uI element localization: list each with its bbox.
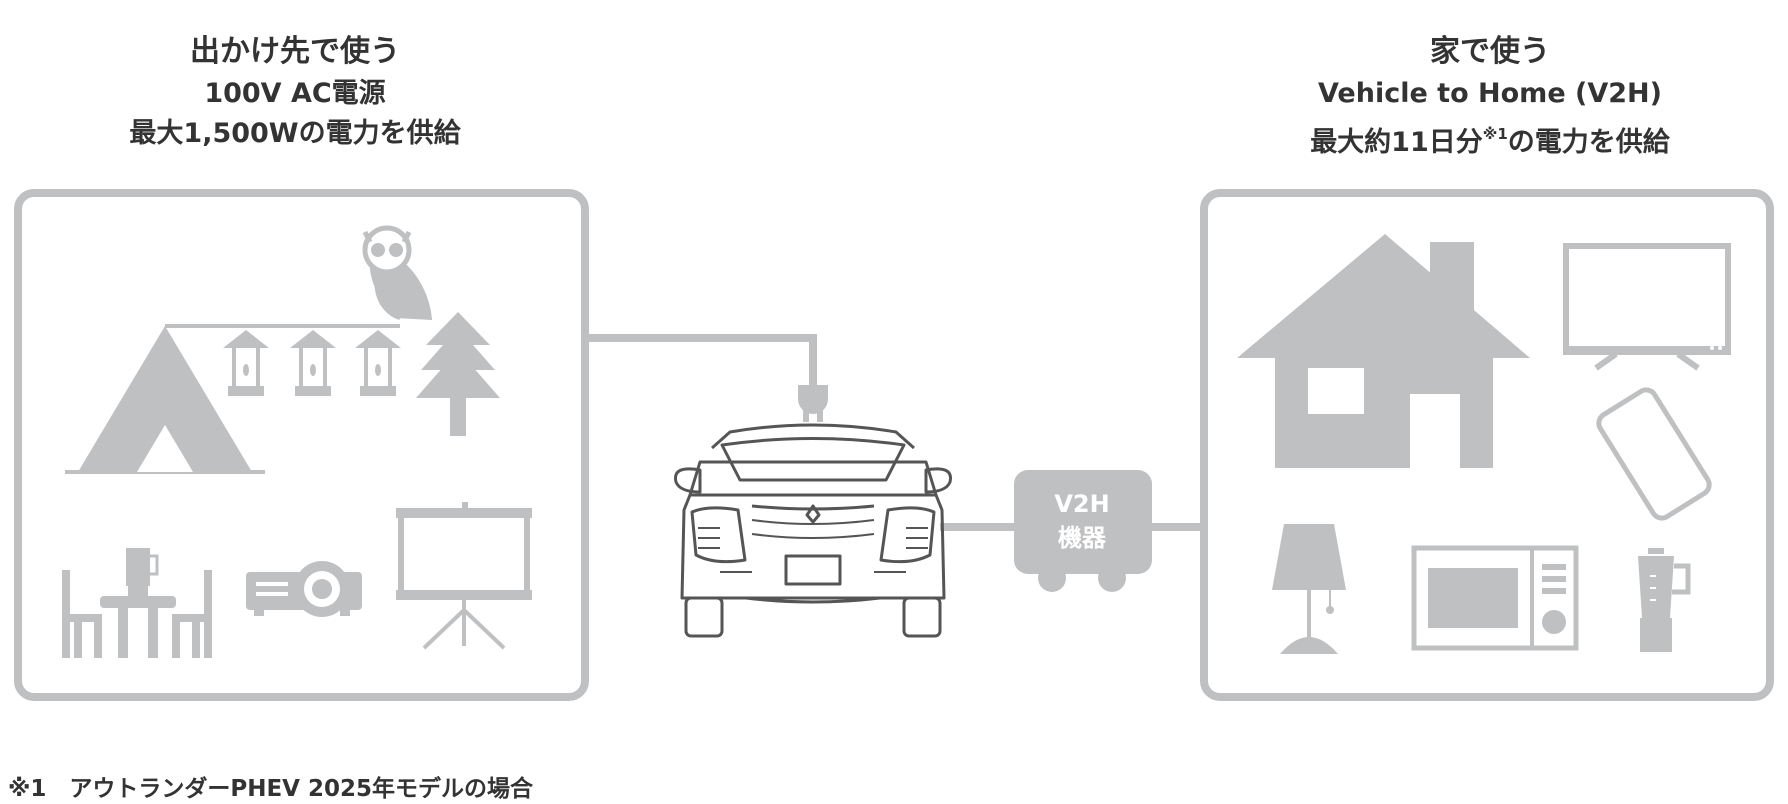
house-icon	[1237, 234, 1530, 468]
microwave-icon	[1411, 545, 1579, 651]
lantern-icon	[223, 330, 269, 396]
footnote: ※1 アウトランダーPHEV 2025年モデルの場合	[8, 776, 534, 802]
outdoor-panel	[14, 189, 589, 701]
right-title: 家で使う	[1430, 34, 1550, 69]
home-panel	[1200, 189, 1774, 701]
lantern-icon	[290, 330, 336, 396]
right-description-post: の電力を供給	[1507, 127, 1670, 158]
smartphone-icon	[1596, 387, 1712, 521]
left-subtitle: 100V AC電源	[204, 78, 386, 109]
plug-icon	[798, 385, 828, 422]
table-chairs-icon	[62, 570, 212, 658]
blender-icon	[126, 548, 159, 596]
tv-icon	[1563, 243, 1731, 371]
projector-icon	[246, 561, 362, 617]
car-icon	[674, 423, 952, 638]
screen-icon	[396, 502, 532, 650]
v2h-device: V2H 機器	[1014, 470, 1152, 592]
owl-icon	[362, 225, 432, 320]
right-subtitle: Vehicle to Home (V2H)	[1318, 78, 1662, 109]
left-description: 最大1,500Wの電力を供給	[129, 118, 461, 149]
outdoor-cable	[585, 334, 817, 385]
lantern-icon	[355, 330, 401, 396]
left-title: 出かけ先で使う	[190, 34, 400, 69]
footnote-ref: ※1	[1482, 125, 1508, 143]
tree-icon	[416, 312, 500, 436]
right-description: 最大約11日分※1の電力を供給	[1220, 114, 1760, 163]
right-description-pre: 最大約11日分	[1310, 127, 1483, 158]
v2h-label-line1: V2H	[1054, 490, 1109, 518]
left-heading: 出かけ先で使う 100V AC電源 最大1,500Wの電力を供給	[60, 30, 530, 154]
right-heading: 家で使う Vehicle to Home (V2H) 最大約11日分※1の電力を…	[1220, 30, 1760, 163]
blender-icon	[1638, 548, 1691, 652]
v2h-label-line2: 機器	[1058, 524, 1107, 552]
lamp-icon	[1272, 524, 1346, 654]
